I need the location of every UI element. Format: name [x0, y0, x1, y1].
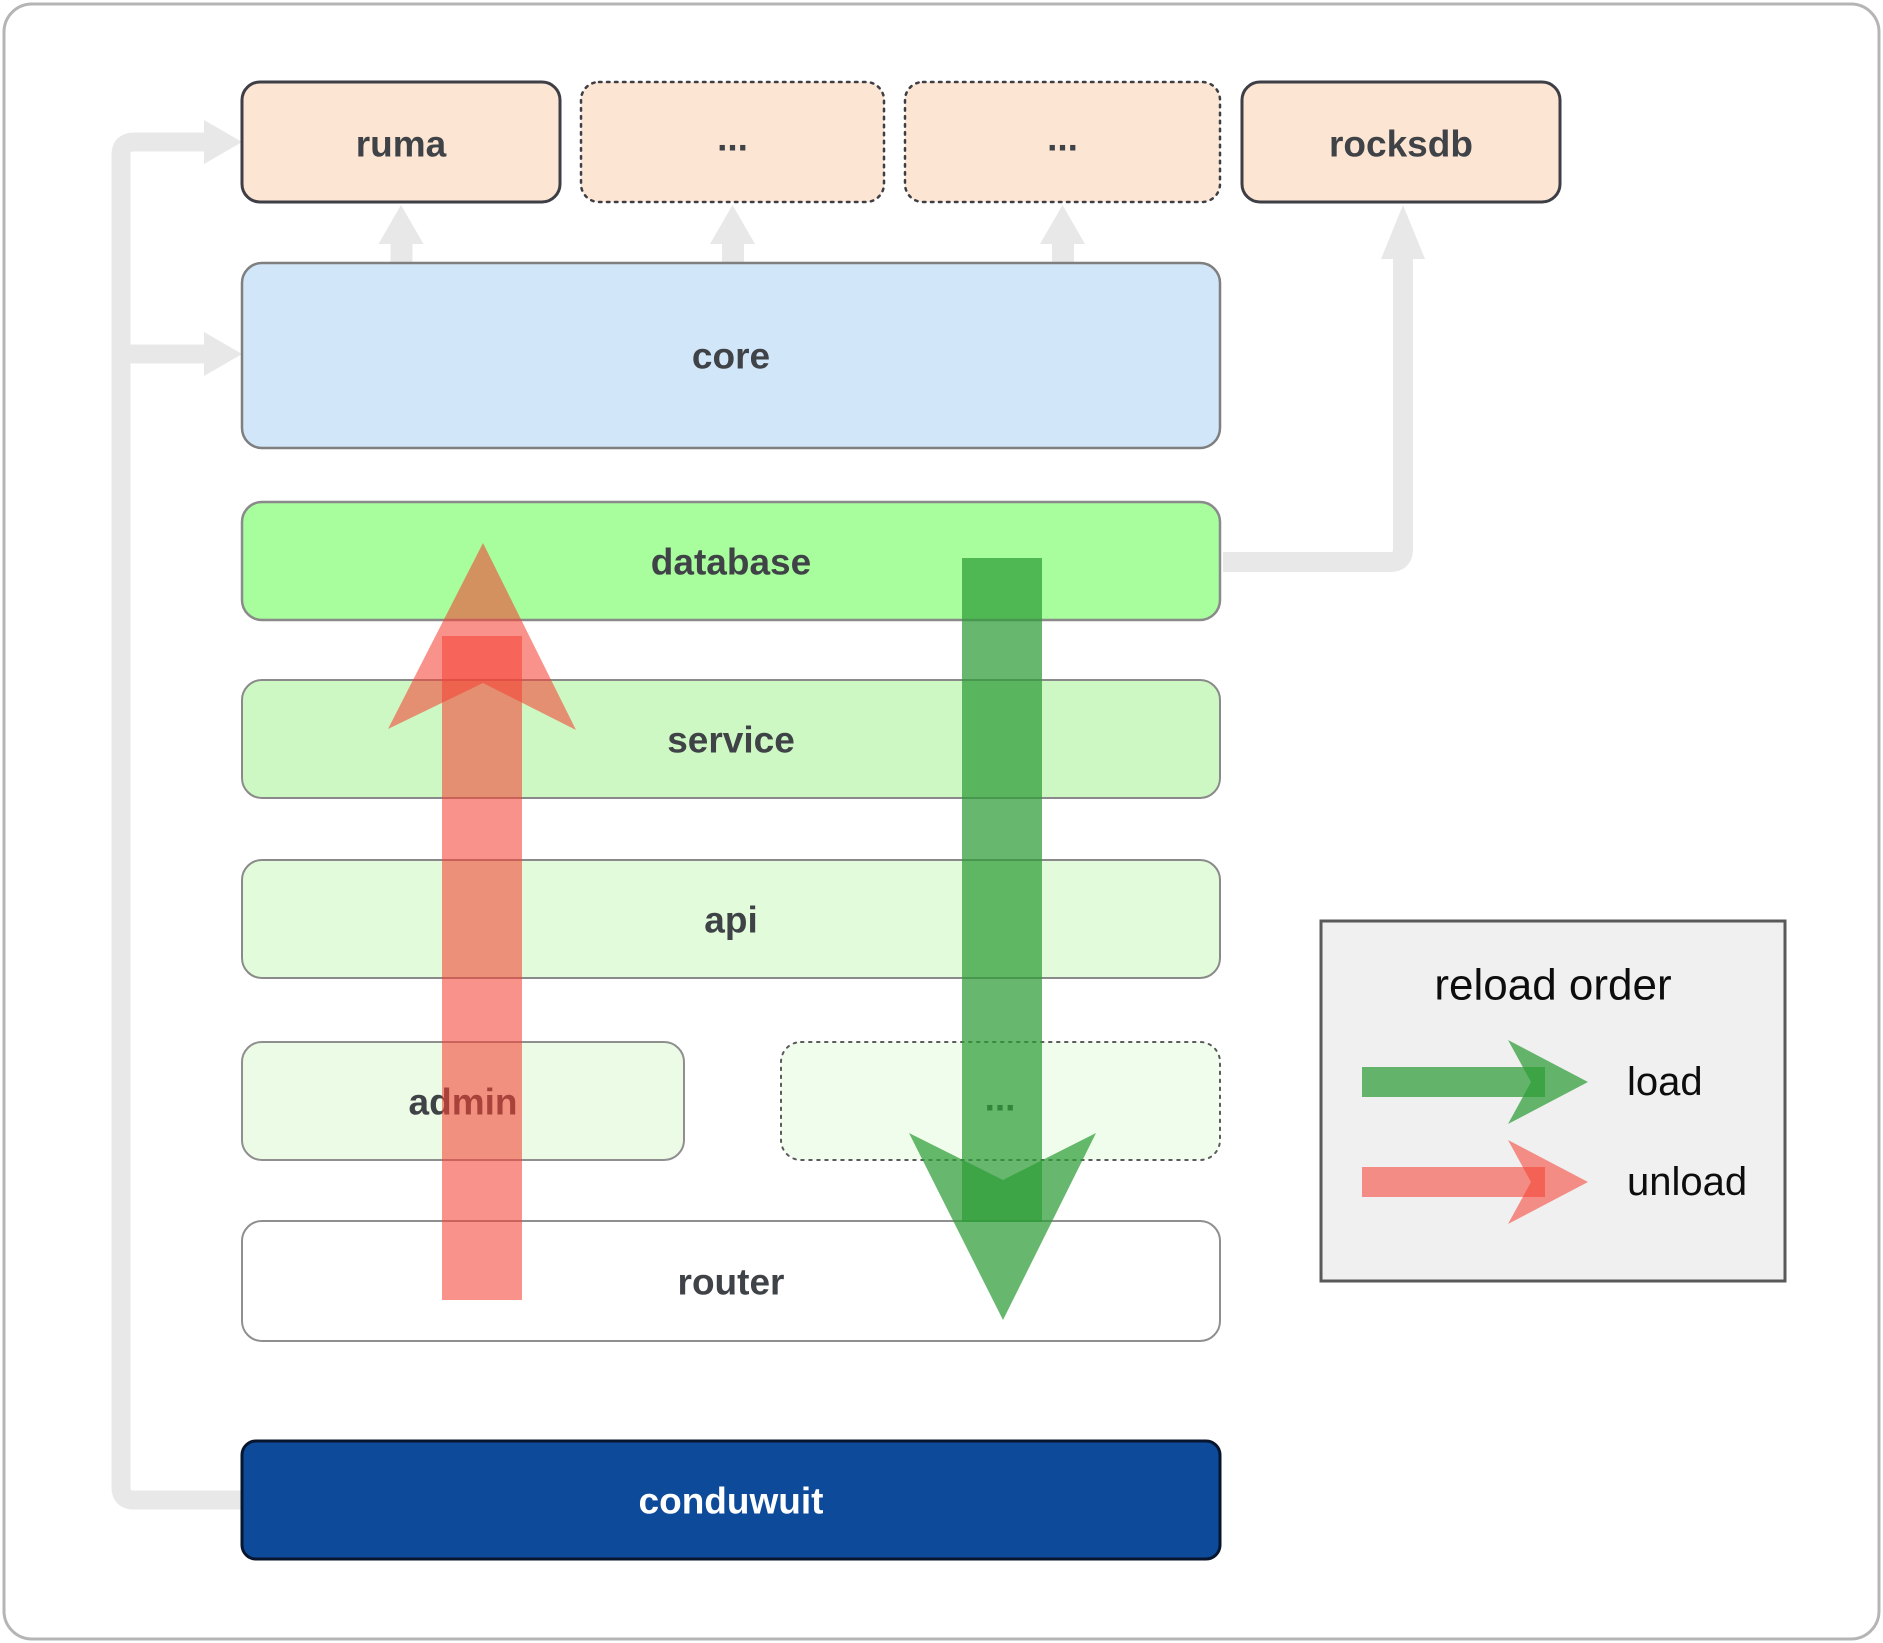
box-crate-more-2-label: ... — [1047, 118, 1078, 159]
legend-load-label: load — [1627, 1060, 1703, 1104]
box-api: api — [241, 859, 1221, 979]
box-core-label: core — [692, 336, 770, 377]
unload-arrow-shaft — [442, 636, 522, 1300]
load-arrow — [909, 558, 1096, 1320]
box-router: router — [241, 1220, 1221, 1342]
load-arrow-shaft — [962, 558, 1042, 1222]
connector-line — [111, 132, 242, 1510]
core-to-crate2-arrow — [1040, 205, 1085, 263]
box-crate-more-2-rect — [903, 80, 1222, 204]
box-conduwuit-label: conduwuit — [639, 1481, 824, 1522]
legend-unload-head — [1508, 1140, 1588, 1224]
legend-box — [1319, 919, 1787, 1283]
box-crate-more-2: ... — [903, 80, 1222, 204]
box-rocksdb-label: rocksdb — [1329, 124, 1473, 165]
unload-arrow — [388, 543, 576, 1300]
box-router-label: router — [678, 1262, 785, 1303]
box-database-label: database — [651, 542, 811, 583]
core-to-crate1-arrow — [710, 205, 755, 263]
box-core: core — [240, 261, 1222, 450]
core-to-ruma-arrow — [378, 205, 424, 263]
box-database: database — [240, 500, 1222, 622]
legend: reload order load unload — [1319, 919, 1787, 1283]
box-crate-more-1: ... — [579, 80, 886, 204]
legend-title: reload order — [1434, 961, 1671, 1010]
box-conduwuit: conduwuit — [240, 1439, 1222, 1561]
legend-load-head — [1508, 1040, 1588, 1124]
box-rocksdb: rocksdb — [1240, 80, 1562, 204]
legend-load-arrow-icon — [1362, 1040, 1588, 1124]
core-to-top-row-arrows — [378, 205, 1085, 263]
legend-unload-shaft — [1362, 1167, 1545, 1197]
database-to-rocksdb-connector — [1223, 205, 1425, 572]
legend-load-shaft — [1362, 1067, 1545, 1097]
legend-unload-arrow-icon — [1362, 1140, 1588, 1224]
legend-unload-label: unload — [1627, 1160, 1747, 1204]
box-crate-more-1-rect — [579, 80, 886, 204]
arrowhead-into-core — [204, 332, 242, 376]
box-conduwuit-rect — [240, 1439, 1222, 1561]
box-service-label: service — [667, 720, 795, 761]
box-service: service — [241, 679, 1221, 799]
connector-line — [1223, 252, 1413, 572]
box-core-rect — [240, 261, 1222, 450]
box-api-label: api — [704, 900, 757, 941]
box-ruma: ruma — [240, 80, 562, 204]
box-rocksdb-rect — [1240, 80, 1562, 204]
box-ruma-label: ruma — [356, 124, 447, 165]
arrowhead-into-rocksdb — [1381, 205, 1425, 259]
conduwuit-to-crates-connector — [111, 120, 242, 1510]
arrowhead-into-ruma — [204, 120, 242, 164]
load-arrow-head — [909, 1133, 1096, 1320]
box-crate-more-1-label: ... — [717, 118, 748, 159]
box-ruma-rect — [240, 80, 562, 204]
